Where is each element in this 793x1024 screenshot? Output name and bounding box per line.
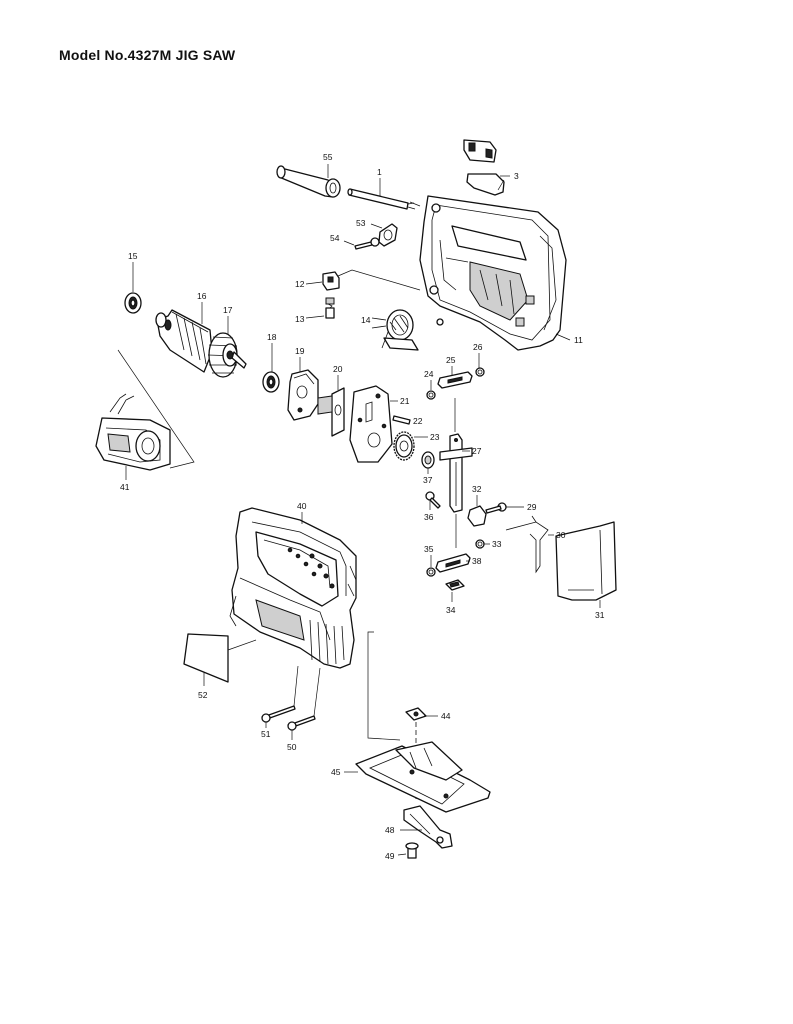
callout-53: 55	[323, 152, 333, 162]
part-54-cord-guard[interactable]	[378, 223, 398, 247]
part-15-ball-bearing[interactable]	[124, 292, 142, 314]
part-32-lever-block[interactable]	[467, 505, 487, 527]
part-21-guide-plate[interactable]	[349, 385, 393, 463]
callout-54: 53	[356, 218, 366, 228]
part-16-armature[interactable]	[155, 309, 213, 373]
part-3-switch[interactable]	[463, 139, 505, 196]
part-29-screw[interactable]	[485, 502, 507, 514]
callout-35: 35	[424, 544, 434, 554]
callout-40: 40	[297, 501, 307, 511]
callout-18: 18	[267, 332, 277, 342]
callout-34: 34	[446, 605, 456, 615]
part-37-roller[interactable]	[421, 451, 435, 469]
callout-30: 30	[556, 530, 566, 540]
part-35-washer[interactable]	[426, 567, 436, 577]
callout-20: 20	[333, 364, 343, 374]
callout-33: 33	[492, 539, 502, 549]
part-34-plate[interactable]	[445, 579, 465, 591]
part-38-slider[interactable]	[435, 553, 471, 573]
part-40-motor-housing[interactable]	[229, 507, 357, 669]
part-45-base[interactable]	[355, 741, 491, 813]
callout-51: 51	[261, 729, 271, 739]
callout-12: 12	[295, 279, 305, 289]
part-13-carbon-brush[interactable]	[325, 297, 335, 319]
callout-44: 44	[441, 711, 451, 721]
part-1-cord[interactable]	[347, 188, 416, 210]
part-51-screw[interactable]	[261, 705, 296, 723]
part-17-fan[interactable]	[207, 332, 247, 378]
callout-52: 52	[198, 690, 208, 700]
part-53-sleeve[interactable]	[276, 165, 341, 198]
callout-11: 11	[574, 335, 583, 345]
callout-29: 29	[527, 502, 537, 512]
callout-21: 21	[400, 396, 410, 406]
part-25-slider[interactable]	[437, 371, 473, 389]
callout-55: 54	[330, 233, 340, 243]
callout-41: 41	[120, 482, 130, 492]
part-31-cover[interactable]	[555, 521, 617, 601]
part-14-noise-suppressor[interactable]	[371, 309, 419, 351]
part-11-housing[interactable]	[419, 195, 567, 351]
callout-50: 50	[287, 742, 297, 752]
part-49-bolt[interactable]	[405, 842, 419, 859]
part-48-blade-holder[interactable]	[403, 805, 453, 849]
part-23-gear[interactable]	[393, 431, 415, 461]
part-41-field[interactable]	[95, 393, 171, 471]
part-44-square-nut[interactable]	[405, 707, 427, 721]
callout-25: 25	[446, 355, 456, 365]
callout-14: 14	[361, 315, 371, 325]
part-30-wire-spring[interactable]	[505, 515, 549, 574]
callout-22: 22	[413, 416, 423, 426]
callout-16: 16	[197, 291, 207, 301]
part-50-screw[interactable]	[287, 715, 316, 731]
part-36-screw[interactable]	[425, 491, 441, 509]
part-12-brush-holder[interactable]	[322, 271, 340, 291]
part-19-bearing-box[interactable]	[287, 369, 319, 421]
part-24-washer[interactable]	[426, 390, 436, 400]
callout-36: 36	[424, 512, 434, 522]
callout-38: 38	[472, 556, 482, 566]
callout-labels: 55 1 3 53 54 11 12 13 14 15 16 17 18	[120, 152, 605, 861]
callout-15: 15	[128, 251, 138, 261]
part-18-ball-bearing[interactable]	[262, 371, 280, 393]
callout-3: 3	[514, 171, 519, 181]
callout-24: 24	[424, 369, 434, 379]
callout-37: 37	[423, 475, 433, 485]
part-20-plate[interactable]	[317, 387, 345, 437]
callout-48: 48	[385, 825, 395, 835]
part-55-screw[interactable]	[354, 237, 380, 250]
callout-27: 27	[472, 446, 482, 456]
callout-31: 31	[595, 610, 605, 620]
page-title: Model No.4327M JIG SAW	[59, 47, 236, 63]
callout-49: 49	[385, 851, 395, 861]
part-52-name-plate[interactable]	[183, 633, 229, 683]
callout-23: 23	[430, 432, 440, 442]
part-22-pin[interactable]	[392, 415, 411, 425]
callout-26: 26	[473, 342, 483, 352]
part-27-slider[interactable]	[439, 433, 473, 513]
callout-17: 17	[223, 305, 233, 315]
callout-32: 32	[472, 484, 482, 494]
part-26-ring[interactable]	[475, 367, 485, 377]
callout-45: 45	[331, 767, 341, 777]
callout-19: 19	[295, 346, 305, 356]
callout-13: 13	[295, 314, 305, 324]
part-33-ring[interactable]	[475, 539, 485, 549]
callout-1: 1	[377, 167, 382, 177]
